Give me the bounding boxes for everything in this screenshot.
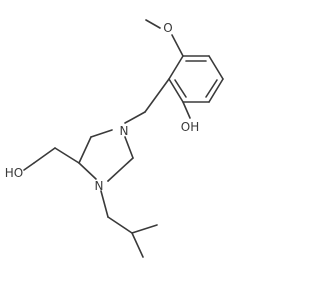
structure-svg: O N OH N HO xyxy=(5,19,224,258)
bond-ch-ch3-down xyxy=(131,232,144,258)
atom-labels: O N OH N HO xyxy=(5,21,199,193)
bond-ring-c4-c5 xyxy=(208,55,224,80)
atom-label-amine-n-bottom: N xyxy=(95,179,104,193)
atom-label-hydroxy-oh: OH xyxy=(181,120,199,134)
bond-ch2-n1 xyxy=(124,111,146,124)
bond-o-c3 xyxy=(171,34,184,57)
atom-label-methoxy-o: O xyxy=(163,21,172,35)
bond-ring-c1-c2 xyxy=(168,78,184,103)
bond-c2-ch2 xyxy=(144,78,170,113)
atom-label-amine-n-top: N xyxy=(120,124,129,138)
bond-ch2-ch2 xyxy=(33,147,56,164)
chemical-structure-diagram: O N OH N HO xyxy=(4,19,224,258)
bonds xyxy=(23,19,224,258)
bond-c-left-bottom-c-left-top xyxy=(78,136,92,164)
bond-n1-c-right-top xyxy=(124,136,134,159)
bond-c-left-top-n1 xyxy=(90,129,113,138)
bond-methyl-o xyxy=(145,19,161,29)
bond-ring-c-ch2 xyxy=(54,147,80,164)
atom-label-alcohol-ho: HO xyxy=(5,166,23,180)
bond-ch2-ho xyxy=(23,162,35,171)
bond-c-right-top-c-right-bottom xyxy=(107,157,134,182)
aromatic-inner-c1-c2 xyxy=(174,79,187,98)
bond-ch-ch3-right xyxy=(131,224,158,234)
aromatic-inner-c5-c6 xyxy=(205,79,218,98)
bond-ring-c5-c6 xyxy=(208,78,224,103)
bond-n4-c-left-bottom xyxy=(78,162,97,180)
bond-ring-c2-c3 xyxy=(168,55,184,80)
bond-n4-ch2 xyxy=(100,190,109,218)
bond-c1-oh xyxy=(182,101,191,119)
bond-ch2-ch xyxy=(107,216,133,234)
